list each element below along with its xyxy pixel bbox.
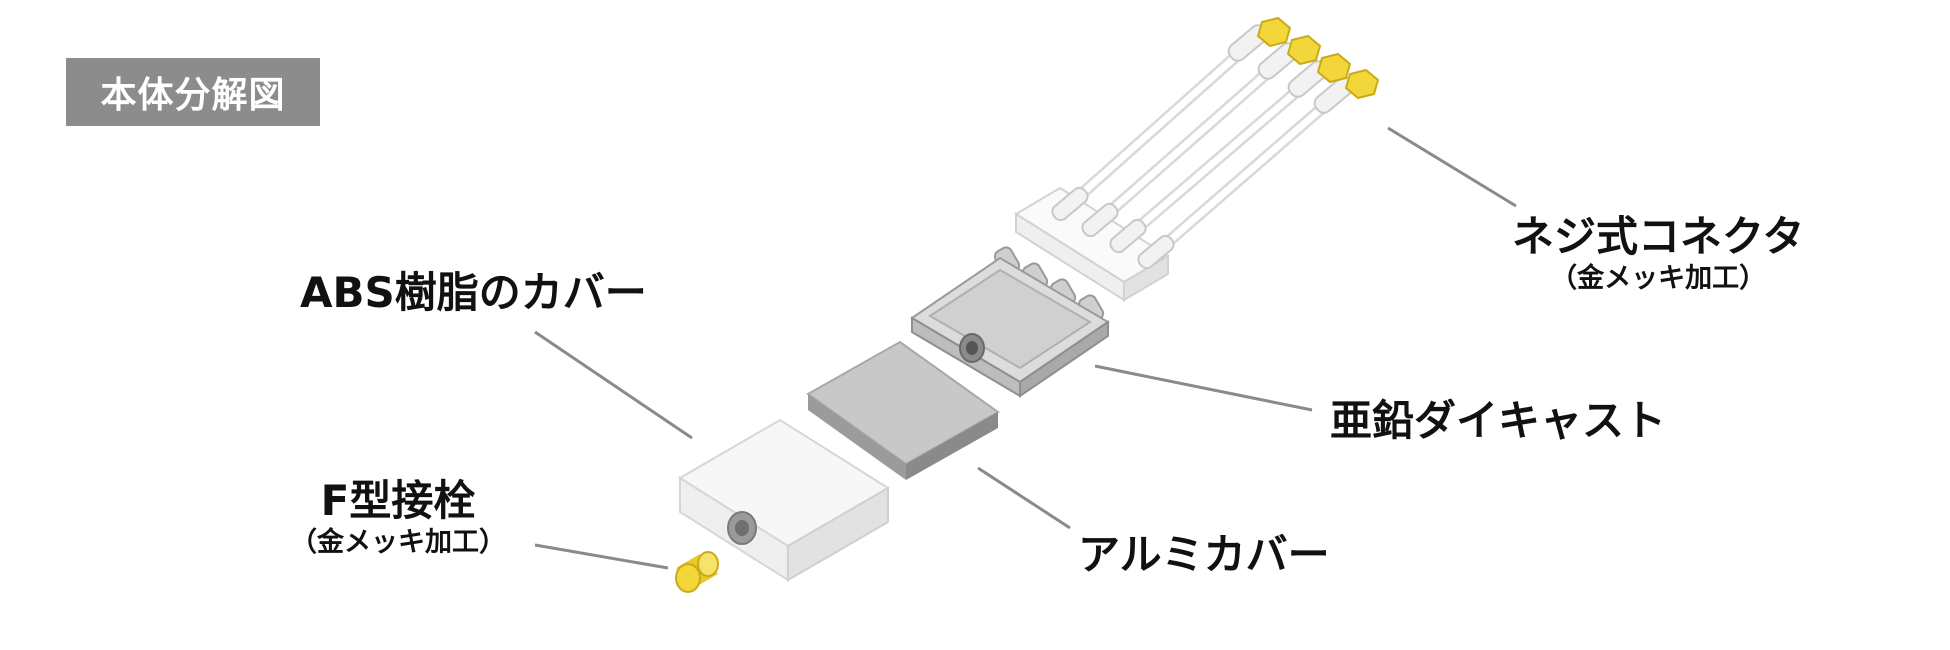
leader-line-aluminum-cover [977, 466, 1071, 530]
screw-connectors-part [1014, 16, 1380, 302]
abs-cover-part [678, 418, 890, 582]
gold-connector-head-2 [1286, 34, 1322, 66]
abs-cover-label-text: ABS樹脂のカバー [300, 268, 647, 317]
leader-line-abs-cover [534, 330, 693, 440]
aluminum-cover-label-text: アルミカバー [1078, 530, 1330, 579]
f-connector-label: F型接栓 （金メッキ加工） [290, 476, 506, 560]
f-connector-part [675, 551, 719, 593]
abs-cover-label: ABS樹脂のカバー [300, 268, 647, 318]
screw-connector-label-text: ネジ式コネクタ [1512, 212, 1805, 261]
aluminum-cover-part [806, 340, 1000, 480]
f-connector-sublabel: （金メッキ加工） [290, 527, 506, 558]
gold-connector-head-3 [1316, 52, 1352, 84]
leader-lines [534, 126, 1517, 570]
f-connector-label-text: F型接栓 [320, 476, 476, 525]
leader-line-zinc-diecast [1094, 364, 1313, 412]
leader-line-f-connector [534, 543, 669, 570]
gold-connector-head-1 [1256, 16, 1292, 48]
leader-line-screw-connector [1387, 126, 1517, 208]
screw-connector-sublabel: （金メッキ加工） [1550, 263, 1767, 294]
diagram-title: 本体分解図 [66, 58, 320, 126]
zinc-diecast-part [910, 246, 1110, 398]
zinc-diecast-label: 亜鉛ダイキャスト [1330, 396, 1666, 446]
gold-connector-head-4 [1344, 68, 1380, 100]
screw-connector-label: ネジ式コネクタ （金メッキ加工） [1512, 212, 1804, 296]
zinc-diecast-label-text: 亜鉛ダイキャスト [1330, 396, 1667, 445]
aluminum-cover-label: アルミカバー [1078, 530, 1330, 580]
